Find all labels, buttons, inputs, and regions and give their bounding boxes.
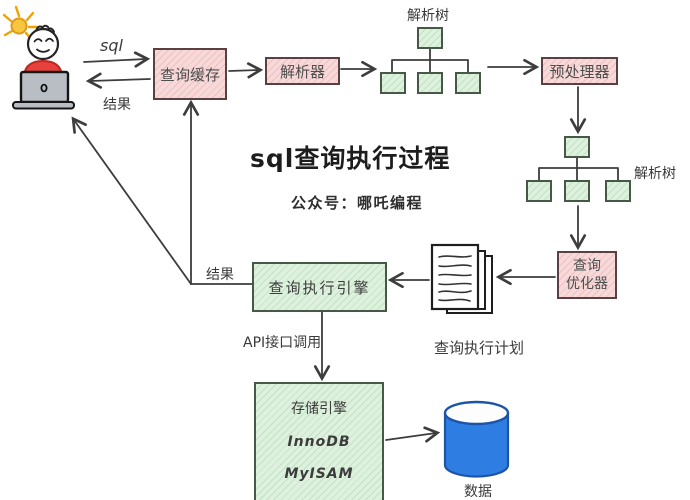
eyes <box>33 37 54 43</box>
tree2-child-node <box>526 180 552 202</box>
label-parse-tree-top: 解析树 <box>407 8 449 24</box>
parse-tree1-connectors <box>391 48 469 73</box>
node-preprocessor-label: 预处理器 <box>549 62 610 81</box>
arrow-result-to-cache <box>182 99 253 285</box>
tree2-child-node <box>564 180 590 202</box>
user-figure <box>2 5 75 110</box>
label-api-call: API接口调用 <box>243 335 322 351</box>
parse-tree2-connectors <box>538 157 619 181</box>
database-cylinder-icon <box>443 400 510 478</box>
sun-icon <box>2 5 39 41</box>
page-title: sql查询执行过程 <box>250 144 451 173</box>
node-parser-label: 解析器 <box>279 62 325 81</box>
node-query-optimizer-label-line1: 查询 <box>573 257 601 274</box>
node-storage-engine: 存储引擎 InnoDB MyISAM <box>254 382 384 500</box>
node-preprocessor: 预处理器 <box>541 57 618 85</box>
storage-option-innodb: InnoDB <box>287 434 351 450</box>
arrow-sql-to-cache <box>83 51 151 68</box>
flow-arrows <box>71 51 587 443</box>
document-stack-icon <box>430 243 493 314</box>
tree2-root-node <box>564 136 590 158</box>
arrow-cache-to-parser <box>228 62 264 79</box>
tree2-child-node <box>605 180 631 202</box>
node-query-optimizer-label-line2: 优化器 <box>566 276 608 292</box>
page-subtitle: 公众号：哪吒编程 <box>291 194 424 212</box>
label-sql-request: sql <box>100 36 123 55</box>
node-parser: 解析器 <box>265 57 340 85</box>
head <box>26 27 60 61</box>
node-storage-engine-label: 存储引擎 <box>291 401 347 417</box>
arrow-result-to-user-long <box>71 116 192 285</box>
node-query-cache: 查询缓存 <box>153 48 227 100</box>
tree1-child-node <box>380 72 406 94</box>
node-query-optimizer: 查询 优化器 <box>557 251 617 299</box>
tree1-root-node <box>417 27 443 49</box>
arrow-storage-to-data <box>385 426 441 443</box>
label-result-bottom: 结果 <box>206 267 234 283</box>
label-result-top: 结果 <box>103 97 131 113</box>
laptop-icon <box>12 70 75 110</box>
tree1-child-node <box>417 72 443 94</box>
node-exec-engine: 查询执行引擎 <box>252 262 387 312</box>
label-parse-tree-right: 解析树 <box>634 166 676 182</box>
tree1-child-node <box>455 72 481 94</box>
label-data: 数据 <box>464 484 492 500</box>
node-query-cache-label: 查询缓存 <box>159 65 220 84</box>
arrow-result-to-user <box>85 72 151 89</box>
label-exec-plan: 查询执行计划 <box>434 339 525 357</box>
node-exec-engine-label: 查询执行引擎 <box>268 278 371 297</box>
smile <box>36 48 50 53</box>
storage-option-myisam: MyISAM <box>284 466 354 482</box>
